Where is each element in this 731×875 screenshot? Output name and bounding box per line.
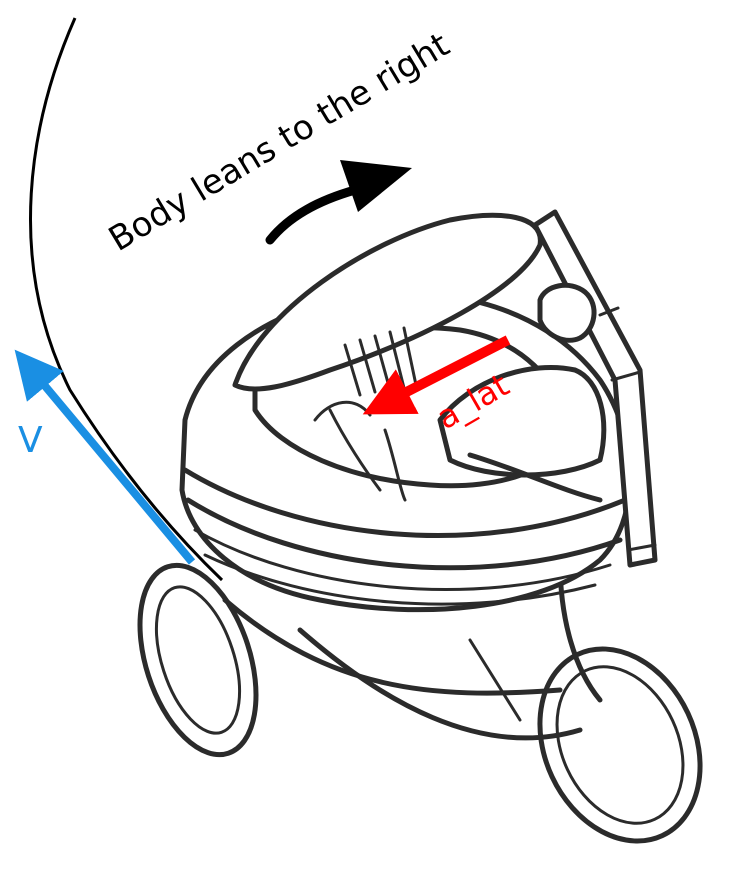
lean-arrow-head: [340, 160, 412, 212]
lateral-accel-arrow: [362, 335, 511, 415]
velocity-label: V: [18, 420, 43, 461]
stroller-illustration: [137, 209, 703, 844]
lean-arrow: [265, 185, 360, 245]
velocity-arrow: [14, 349, 196, 565]
rear-wheel: [537, 646, 703, 844]
front-wheel: [137, 562, 259, 758]
